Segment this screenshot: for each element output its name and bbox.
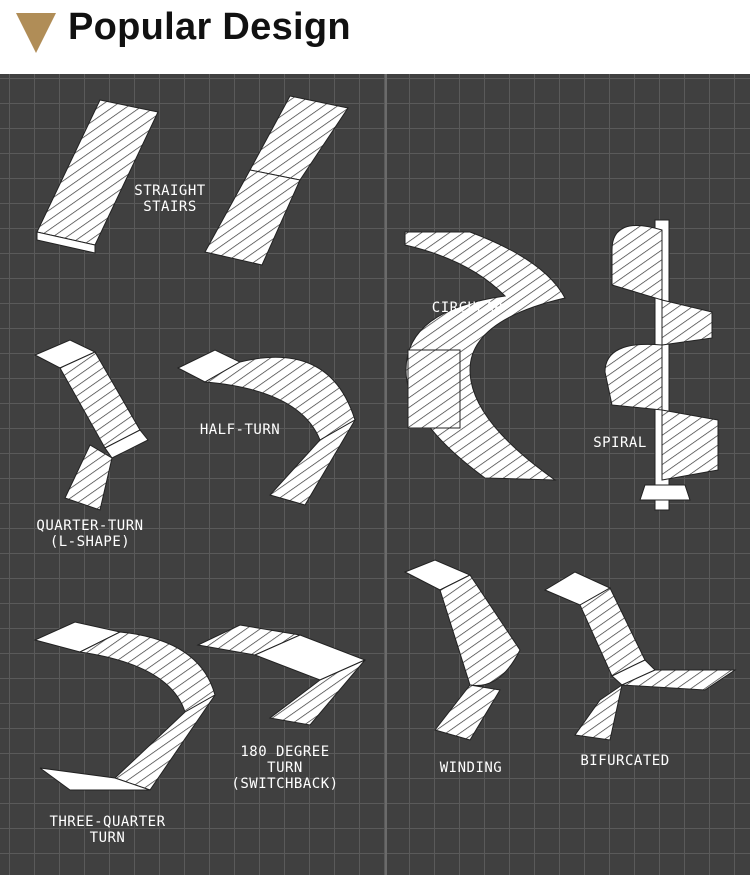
- label-line: (SWITCHBACK): [225, 776, 345, 792]
- quarter-turn-stair: [35, 340, 148, 510]
- label-bifurcated: BIFURCATED: [575, 753, 675, 769]
- label-circular: CIRCULAR: [425, 300, 510, 316]
- label-straight-stairs: STRAIGHT STAIRS: [130, 183, 210, 215]
- label-line: 180 DEGREE: [225, 744, 345, 760]
- label-line: TURN: [35, 830, 180, 846]
- label-line: WINDING: [435, 760, 507, 776]
- straight-stair-2: [205, 96, 348, 265]
- label-line: QUARTER-TURN: [25, 518, 155, 534]
- three-quarter-turn-stair: [35, 622, 215, 790]
- label-line: BIFURCATED: [575, 753, 675, 769]
- label-line: STAIRS: [130, 199, 210, 215]
- circular-stair: [405, 232, 565, 480]
- label-180-degree-turn: 180 DEGREE TURN (SWITCHBACK): [225, 744, 345, 792]
- label-line: SPIRAL: [588, 435, 652, 451]
- label-winding: WINDING: [435, 760, 507, 776]
- label-line: CIRCULAR: [425, 300, 510, 316]
- spiral-stair: [605, 220, 718, 510]
- label-line: STRAIGHT: [130, 183, 210, 199]
- label-line: TURN: [225, 760, 345, 776]
- label-three-quarter-turn: THREE-QUARTER TURN: [35, 814, 180, 846]
- winding-stair: [405, 560, 520, 740]
- label-quarter-turn: QUARTER-TURN (L-SHAPE): [25, 518, 155, 550]
- label-line: (L-SHAPE): [25, 534, 155, 550]
- bifurcated-stair: [545, 572, 735, 740]
- label-line: HALF-TURN: [195, 422, 285, 438]
- label-spiral: SPIRAL: [588, 435, 652, 451]
- switchback-stair: [198, 625, 365, 725]
- label-line: THREE-QUARTER: [35, 814, 180, 830]
- label-half-turn: HALF-TURN: [195, 422, 285, 438]
- straight-stair-1: [37, 100, 158, 253]
